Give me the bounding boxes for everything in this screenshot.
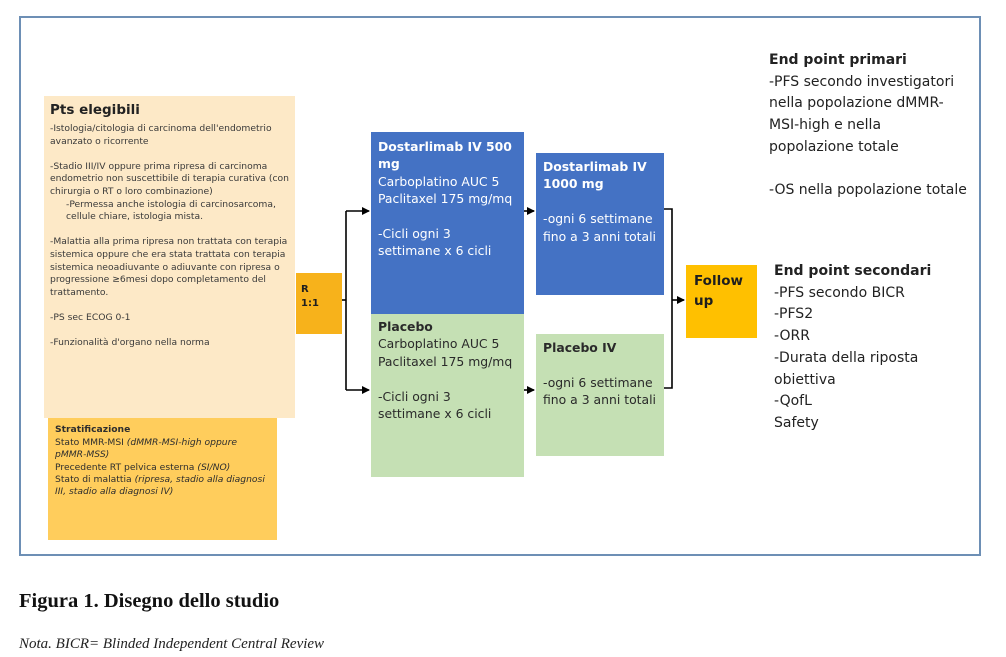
maintenance-schedule: -ogni 6 settimane fino a 3 anni totali [543,211,656,244]
dostarlimab-induction-box: Dostarlimab IV 500 mg Carboplatino AUC 5… [371,132,524,314]
induction-schedule: -Cicli ogni 3 settimane x 6 cicli [378,226,492,259]
carboplatin-dose: Carboplatino AUC 5 [378,173,500,189]
dostarlimab-maintenance-title: Dostarlimab IV 1000 mg [543,159,647,192]
stratification-box: Stratificazione Stato MMR-MSI (dMMR-MSI-… [48,418,277,540]
figure-note: Nota. BICR= Blinded Independent Central … [19,636,325,652]
connector-line [664,208,673,389]
eligibility-title: Pts elegibili [50,102,140,118]
stratification-line: Stato di malattia (ripresa, stadio alla … [55,474,270,498]
eligibility-item: -Istologia/citologia di carcinoma dell'e… [50,123,272,147]
dostarlimab-induction-title: Dostarlimab IV 500 mg [378,139,512,172]
randomization-ratio: 1:1 [301,298,319,309]
secondary-endpoints-title: End point secondari [774,263,932,279]
eligibility-item: -Stadio III/IV oppure prima ripresa di c… [50,160,289,197]
maintenance-schedule: -ogni 6 settimane fino a 3 anni totali [543,374,656,408]
paclitaxel-dose: Paclitaxel 175 mg/mq [378,353,513,369]
stratification-levels: (dMMR-MSI-high oppure pMMR-MSS) [55,437,238,461]
paclitaxel-dose: Paclitaxel 175 mg/mq [378,191,513,207]
stratification-line: Precedente RT pelvica esterna (SI/NO) [55,462,270,474]
figure-caption: Figura 1. Disegno dello studio [19,590,280,612]
follow-up-label: Follow up [694,273,743,309]
secondary-endpoint-item: -ORR [774,328,810,345]
placebo-induction-title: Placebo [378,319,433,334]
stratification-factor: Precedente RT pelvica esterna [55,461,198,473]
secondary-endpoint-item: -PFS secondo BICR [774,284,905,301]
stratification-levels: (SI/NO) [197,461,231,473]
stratification-line: Stato MMR-MSI (dMMR-MSI-high oppure pMMR… [55,437,270,461]
secondary-endpoint-item: -Durata della riposta obiettiva [774,349,919,388]
primary-endpoints-title: End point primari [769,52,907,68]
stratification-factor: Stato di malattia [55,473,135,485]
primary-endpoint-item: -OS nella popolazione totale [769,182,967,199]
secondary-endpoint-item: Safety [774,414,819,431]
eligibility-item: -PS sec ECOG 0-1 [50,311,131,323]
eligibility-box: Pts elegibili -Istologia/citologia di ca… [44,96,295,418]
randomization-label: R [301,284,309,295]
placebo-maintenance-title: Placebo IV [543,340,617,355]
stratification-title: Stratificazione [55,424,131,435]
secondary-endpoint-item: -PFS2 [774,306,814,323]
eligibility-subitem: -Permessa anche istologia di carcinosarc… [66,198,276,223]
stratification-levels: (ripresa, stadio alla diagnosi III, stad… [55,473,265,498]
placebo-maintenance-box: Placebo IV -ogni 6 settimane fino a 3 an… [536,334,664,456]
follow-up-box: Follow up [686,265,757,338]
eligibility-item: -Malattia alla prima ripresa non trattat… [50,236,288,298]
primary-endpoints: End point primari -PFS secondo investiga… [769,50,969,202]
induction-schedule: -Cicli ogni 3 settimane x 6 cicli [378,388,492,422]
eligibility-item: -Funzionalità d'organo nella norma [50,337,210,349]
secondary-endpoint-item: -QofL [774,393,812,410]
stratification-factor: Stato MMR-MSI [55,437,127,449]
placebo-induction-box: Placebo Carboplatino AUC 5 Paclitaxel 17… [371,314,524,477]
randomization-box: R 1:1 [296,273,342,334]
secondary-endpoints: End point secondari -PFS secondo BICR -P… [774,261,974,435]
dostarlimab-maintenance-box: Dostarlimab IV 1000 mg -ogni 6 settimane… [536,153,664,295]
primary-endpoint-item: -PFS secondo investigatori nella popolaz… [769,73,955,155]
carboplatin-dose: Carboplatino AUC 5 [378,336,500,352]
